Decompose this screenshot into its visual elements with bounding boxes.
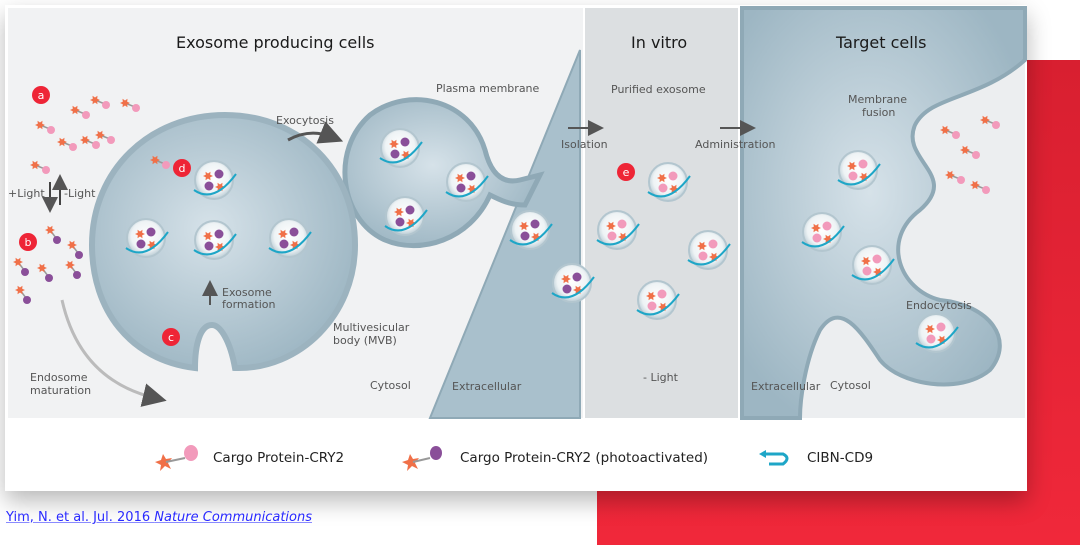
cargo-protein-cry2-photoactivated (15, 285, 31, 304)
exosome (801, 212, 845, 252)
badge-b-label: b (25, 236, 32, 249)
cargo-protein-cry2-photoactivated (37, 263, 53, 282)
exosome (509, 210, 553, 250)
legend: Cargo Protein-CRY2 Cargo Protein-CRY2 (p… (5, 420, 1027, 490)
plasma-membrane-cell (428, 49, 581, 419)
badge-b: b (19, 233, 37, 251)
cargo-protein-cry2 (120, 98, 140, 112)
free-protein-group (13, 95, 1000, 304)
badge-d: d (173, 159, 191, 177)
legend-label-cargo-cry2-photoactivated: Cargo Protein-CRY2 (photoactivated) (460, 450, 709, 466)
exosome (837, 150, 881, 190)
exosome (551, 263, 595, 303)
badge-e-label: e (623, 166, 630, 179)
label-extracellular-right: Extracellular (751, 380, 821, 393)
label-cytosol-right: Cytosol (830, 379, 871, 392)
cargo-protein-cry2 (970, 180, 990, 194)
cargo-protein-cry2 (95, 130, 115, 144)
exosome (687, 230, 731, 270)
label-minus-light: -Light (64, 187, 96, 200)
cargo-protein-cry2-photoactivated (65, 260, 81, 279)
cargo-protein-cry2 (150, 155, 170, 169)
exosome (647, 162, 691, 202)
section-title-invitro: In vitro (631, 33, 687, 52)
badge-e: e (617, 163, 635, 181)
exosome (193, 160, 237, 200)
label-extracellular-left: Extracellular (452, 380, 522, 393)
exosome (915, 313, 959, 353)
endosome-maturation-arrow (60, 299, 167, 407)
label-mvb-2: body (MVB) (333, 334, 397, 347)
label-plasma-membrane: Plasma membrane (436, 82, 540, 95)
label-membrane-fusion: Membrane (848, 93, 907, 106)
exosome (596, 210, 640, 250)
exosome (445, 162, 489, 202)
badge-d-label: d (179, 162, 186, 175)
label-purified-exosome: Purified exosome (611, 83, 706, 96)
cibn-cd9-icon (759, 450, 789, 466)
label-exocytosis: Exocytosis (276, 114, 334, 127)
label-endosome-maturation-2: maturation (30, 384, 91, 397)
legend-label-cibn-cd9: CIBN-CD9 (807, 450, 874, 466)
label-no-light: - Light (643, 371, 679, 384)
label-administration: Administration (695, 138, 776, 151)
cargo-protein-cry2 (35, 120, 55, 134)
cargo-protein-cry2 (70, 105, 90, 119)
badge-c: c (162, 328, 180, 346)
citation-text: Yim, N. et al. Jul. 2016 (6, 510, 155, 525)
badge-a-label: a (38, 89, 45, 102)
label-exosome-formation: Exosome (222, 286, 272, 299)
cargo-protein-cry2 (80, 135, 100, 149)
exosome (851, 245, 895, 285)
cargo-protein-cry2-photoactivated (13, 257, 29, 276)
label-exosome-formation-2: formation (222, 298, 275, 311)
legend-item-cargo-cry2-photoactivated: Cargo Protein-CRY2 (photoactivated) (400, 444, 708, 472)
citation-journal: Nature Communications (154, 510, 312, 525)
label-cytosol-left: Cytosol (370, 379, 411, 392)
label-endosome-maturation: Endosome (30, 371, 88, 384)
legend-item-cargo-cry2: Cargo Protein-CRY2 (153, 444, 344, 472)
legend-item-cibn-cd9: CIBN-CD9 (757, 444, 873, 472)
cargo-protein-cry2 (30, 160, 50, 174)
exosome (384, 196, 428, 236)
exocytosis-arrow (287, 121, 344, 144)
exosome (193, 220, 237, 260)
cargo-protein-cry2-icon (155, 445, 198, 471)
cargo-protein-cry2-photoactivated (67, 240, 83, 259)
label-plus-light: +Light (8, 187, 45, 200)
target-cell (740, 6, 1027, 420)
label-endocytosis: Endocytosis (906, 299, 972, 312)
cargo-protein-cry2 (90, 95, 110, 109)
section-title-target: Target cells (835, 33, 926, 52)
exosome (636, 280, 680, 320)
label-mvb: Multivesicular (333, 321, 410, 334)
citation-link[interactable]: Yim, N. et al. Jul. 2016 Nature Communic… (6, 510, 312, 525)
exosome (125, 218, 169, 258)
cargo-protein-cry2 (940, 125, 960, 139)
legend-label-cargo-cry2: Cargo Protein-CRY2 (213, 450, 345, 466)
exosome (268, 218, 312, 258)
cargo-protein-cry2 (980, 115, 1000, 129)
cargo-protein-cry2 (945, 170, 965, 184)
badge-a: a (32, 86, 50, 104)
cargo-protein-cry2 (57, 137, 77, 151)
label-membrane-fusion-2: fusion (862, 106, 895, 119)
badge-c-label: c (168, 331, 174, 344)
exosome-group (125, 128, 959, 353)
cargo-protein-cry2-photoactivated-icon (402, 446, 442, 471)
label-isolation: Isolation (561, 138, 608, 151)
section-title-producing: Exosome producing cells (176, 33, 374, 52)
cargo-protein-cry2-photoactivated (45, 225, 61, 244)
cargo-protein-cry2 (960, 145, 980, 159)
exosome (379, 128, 423, 168)
